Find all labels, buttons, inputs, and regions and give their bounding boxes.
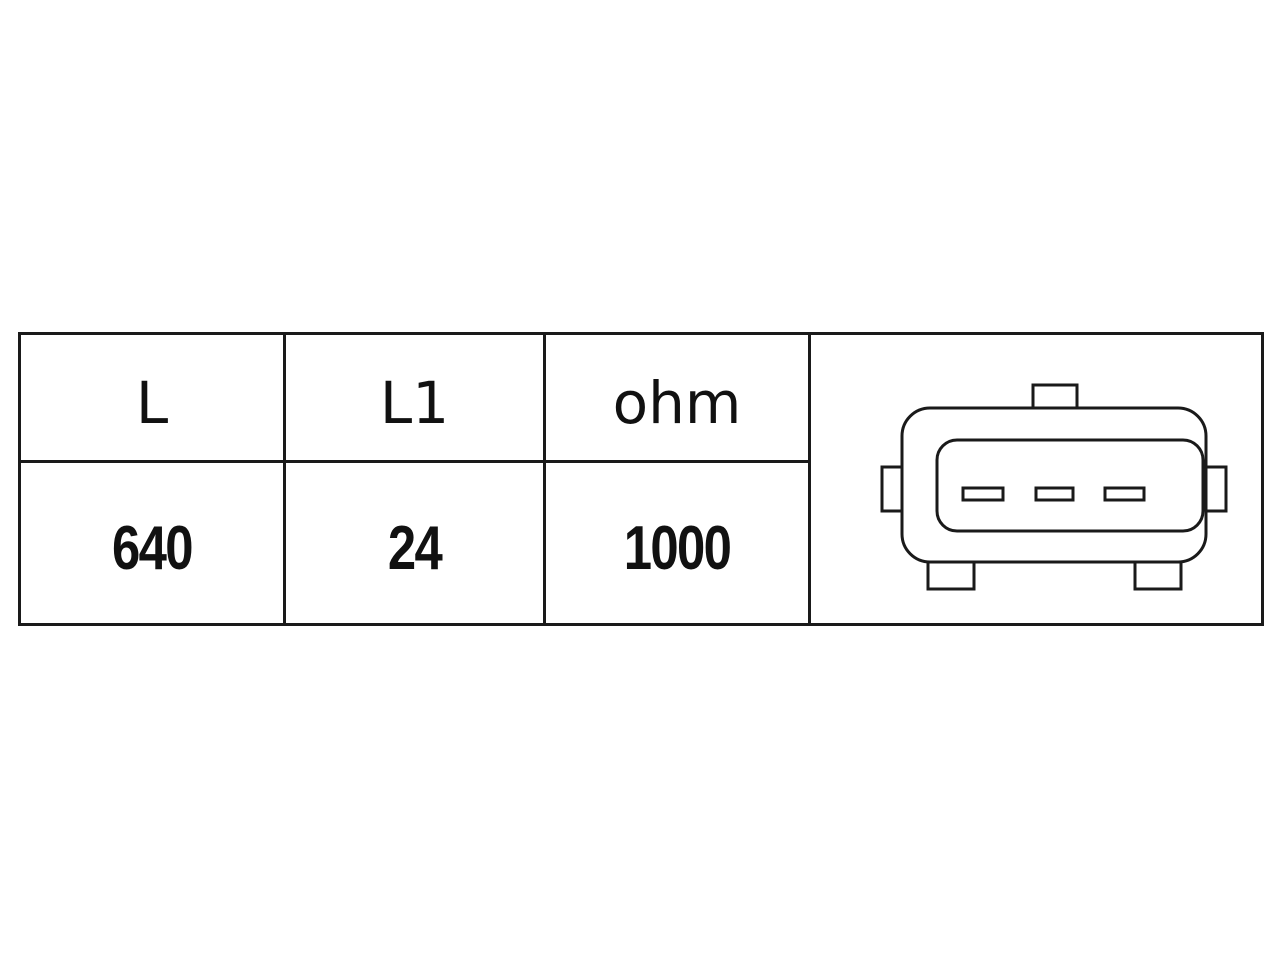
connector-outline	[880, 383, 1228, 591]
connector-pin-3	[1103, 486, 1146, 502]
column-l: L 640	[21, 335, 286, 623]
connector-left-foot	[926, 560, 976, 591]
connector-right-foot	[1133, 560, 1183, 591]
connector-top-tab	[1031, 383, 1079, 410]
connector-pin-2	[1034, 486, 1075, 502]
connector-pin-1	[961, 486, 1005, 502]
header-l: L	[21, 335, 283, 463]
spec-table: L 640 L1 24 ohm 1000	[18, 332, 1264, 626]
connector-housing	[900, 406, 1208, 564]
value-l1: 24	[387, 513, 443, 583]
connector-left-tab	[880, 465, 904, 513]
header-ohm: ohm	[546, 335, 808, 463]
column-l1: L1 24	[286, 335, 546, 623]
value-l: 640	[112, 513, 194, 583]
spec-columns: L 640 L1 24 ohm 1000	[21, 335, 811, 623]
value-ohm: 1000	[623, 513, 732, 583]
connector-cell	[811, 335, 1261, 623]
column-ohm: ohm 1000	[546, 335, 811, 623]
header-l1: L1	[286, 335, 543, 463]
three-pin-connector-icon	[880, 383, 1228, 591]
connector-right-tab	[1204, 465, 1228, 513]
connector-pin-cavity	[935, 438, 1205, 533]
